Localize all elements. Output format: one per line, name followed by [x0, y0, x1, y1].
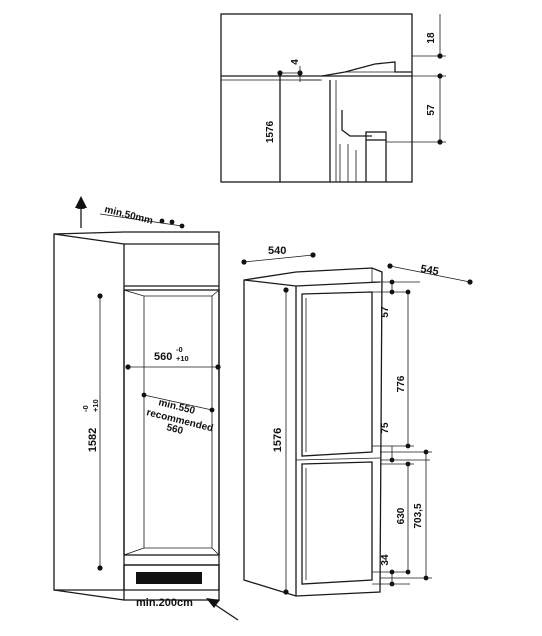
- niche-opening: [123, 289, 220, 556]
- niche-width-tol-minus: -0: [176, 345, 183, 354]
- niche-height-tol-minus: -0: [81, 405, 90, 412]
- dim-dot: [437, 139, 443, 145]
- vent-arrow: [213, 603, 239, 621]
- dim-1576-detail-label: 1576: [265, 120, 276, 143]
- niche-height-label: 1582: [87, 428, 99, 452]
- detail-hinge-top: [321, 61, 412, 77]
- dim-57-label: 57: [426, 104, 437, 116]
- detail-bracket: [341, 110, 372, 137]
- niche-width-label: 560: [154, 351, 172, 363]
- up-arrow-head: [75, 196, 87, 208]
- vent-area-label: min.200cm: [136, 597, 193, 609]
- ventilation-grille: [136, 572, 202, 584]
- dim-dot: [437, 53, 443, 59]
- appliance-width-label: 540: [268, 245, 286, 257]
- vent-arrow-head: [206, 598, 220, 608]
- appliance-body: [243, 267, 383, 597]
- upper-door: [301, 291, 373, 457]
- appliance-drawing: 540 545 1576 57: [241, 245, 473, 597]
- niche-width-tol-plus: +10: [176, 354, 189, 363]
- appliance-depth-label: 545: [419, 263, 439, 278]
- detail-panel: 18 4 57 1576: [220, 13, 446, 183]
- dim-4-label: 4: [290, 59, 301, 65]
- dim-18-label: 18: [426, 32, 437, 44]
- mid-gap-label: 75: [380, 422, 391, 434]
- detail-frame: [220, 13, 413, 183]
- lower-door-label: 630: [396, 507, 407, 524]
- lower-total-label: 703,5: [413, 503, 424, 528]
- top-gap-label: 57: [380, 306, 391, 318]
- appliance-height-label: 1576: [272, 428, 284, 452]
- bottom-gap-label: 34: [380, 554, 391, 566]
- niche-drawing: min.50mm 1582 -0 +10 560 -0: [53, 196, 239, 621]
- dim-dot: [437, 73, 443, 79]
- depth-recommended-value: 560: [165, 422, 184, 437]
- plinth: [123, 564, 220, 601]
- lower-door: [301, 461, 373, 585]
- upper-door-label: 776: [396, 375, 407, 392]
- niche-height-tol-plus: +10: [91, 399, 100, 412]
